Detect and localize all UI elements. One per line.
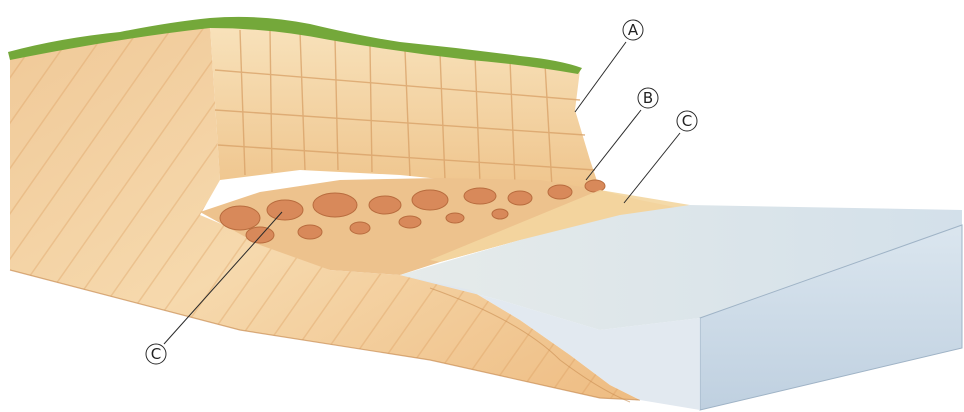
leader-line-b xyxy=(586,110,641,180)
label-c-upper: C xyxy=(682,112,692,130)
label-a: A xyxy=(628,21,639,39)
leader-line-a xyxy=(575,42,626,112)
label-marker-b: B xyxy=(638,88,658,108)
label-b: B xyxy=(643,89,653,107)
label-marker-c-lower: C xyxy=(146,344,166,364)
label-marker-c-upper: C xyxy=(677,111,697,131)
label-marker-a: A xyxy=(623,20,643,40)
label-c-lower: C xyxy=(151,345,161,363)
leader-line-c-upper xyxy=(624,133,680,203)
